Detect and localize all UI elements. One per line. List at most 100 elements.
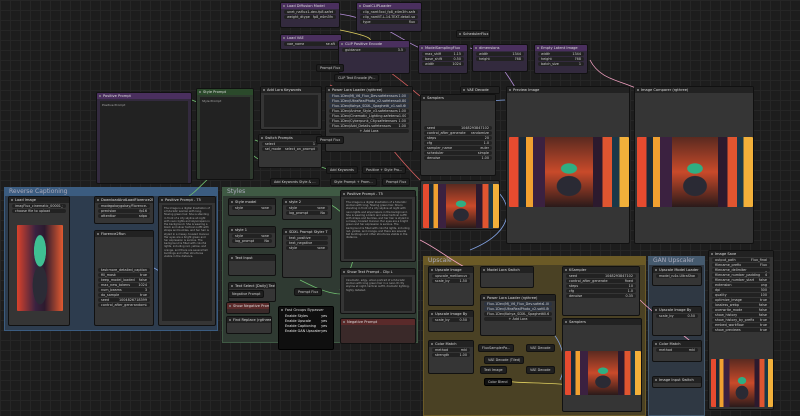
color-blend-badge[interactable]: Color Blend [484, 378, 512, 386]
power-lora-loader-upscale-node[interactable]: Power Lora Loader (rgthree) Flux.1Dev/MJ… [480, 294, 556, 336]
negative-prompt-node[interactable]: Negative Prompt [340, 318, 416, 344]
reroute-badge[interactable]: Add Keywords Style & ... [270, 178, 320, 186]
upscale-method-widget[interactable]: upscale_methodlanczos [432, 274, 470, 278]
widget-row[interactable]: text_negative [286, 241, 328, 245]
reroute-badge[interactable]: Positive + Style Pro... [362, 166, 407, 174]
model-lora-switch-node[interactable]: Model Lora Switch [480, 266, 534, 288]
caption-textarea[interactable]: The image is a digital illustration of a… [162, 205, 212, 321]
add-lora-keywords-node[interactable]: Add Lora Keywords [260, 86, 322, 130]
widget-row[interactable]: text_positive [286, 236, 328, 240]
image-comparer-node[interactable]: Image Comparer (rgthree) [634, 86, 754, 244]
add-lora-button[interactable]: + Add Lora [484, 317, 552, 321]
upscaled-preview-node[interactable]: Samplers [562, 318, 642, 412]
reroute-badge[interactable]: VAE Decode [526, 344, 555, 352]
reroute-badge[interactable]: Negative Prompt [228, 290, 265, 298]
style-prompt-textarea[interactable]: Style Prompt [200, 97, 250, 179]
prompt-flux-badge[interactable]: Prompt Flux [316, 64, 345, 72]
sdxl-prompt-styler-node[interactable]: SDXL Prompt Styler T text_positive text_… [282, 228, 332, 278]
reroute-badge[interactable]: Prompt Flux [294, 288, 323, 296]
show-text-prompt-node[interactable]: Show Text Prompt - Clip L Cinematic, edg… [340, 268, 416, 314]
add-lora-button[interactable]: + Add Lora [329, 129, 409, 133]
text-input-node[interactable]: Text Input [228, 254, 276, 276]
lora-row[interactable]: Flux.1Dev/UltraRealPhoto_v2.safetensors0… [484, 307, 552, 311]
lora-row[interactable]: Flux.1Dev/Kohya_SDXL_Spaghetti_v1.safete… [329, 104, 409, 108]
vae-decode-tiled-badge[interactable]: VAE Decode (Tiled) [484, 356, 525, 364]
unet-name-widget[interactable]: unet_nameflux1-dev-fp8.safetensors [284, 10, 336, 14]
lora-row[interactable]: Flux.1Dev/Cinematic_Lighting.safetensors… [329, 114, 409, 118]
load-image-node[interactable]: Load Image imageFlux_cinematic_00001_00.… [8, 196, 70, 326]
reroute-badge[interactable]: Add Keywords [326, 166, 358, 174]
keywords-textarea[interactable] [264, 95, 318, 127]
reroute-badge[interactable]: FluxSamplerPa... [478, 344, 515, 352]
lora-row[interactable]: Flux.1Dev/Kohya_SDXL_Spaghetti_v1.safete… [484, 312, 552, 316]
reroute-badge[interactable]: VAE Decode [526, 366, 555, 374]
reroute-badge[interactable]: Prompt Flux [382, 178, 411, 186]
preview-image-node[interactable]: Preview Image [506, 86, 630, 244]
clip-name1-widget[interactable]: clip_name1t5xxl_fp8_e4m3fn.safetensors [360, 10, 418, 14]
model-name-widget[interactable]: model_name4x-UltraSharp.pth [656, 274, 698, 278]
positive-prompt-t5-node[interactable]: Positive Prompt - T5 The image is a digi… [158, 196, 216, 326]
vae-decode-node[interactable]: VAE Decode [460, 86, 500, 94]
